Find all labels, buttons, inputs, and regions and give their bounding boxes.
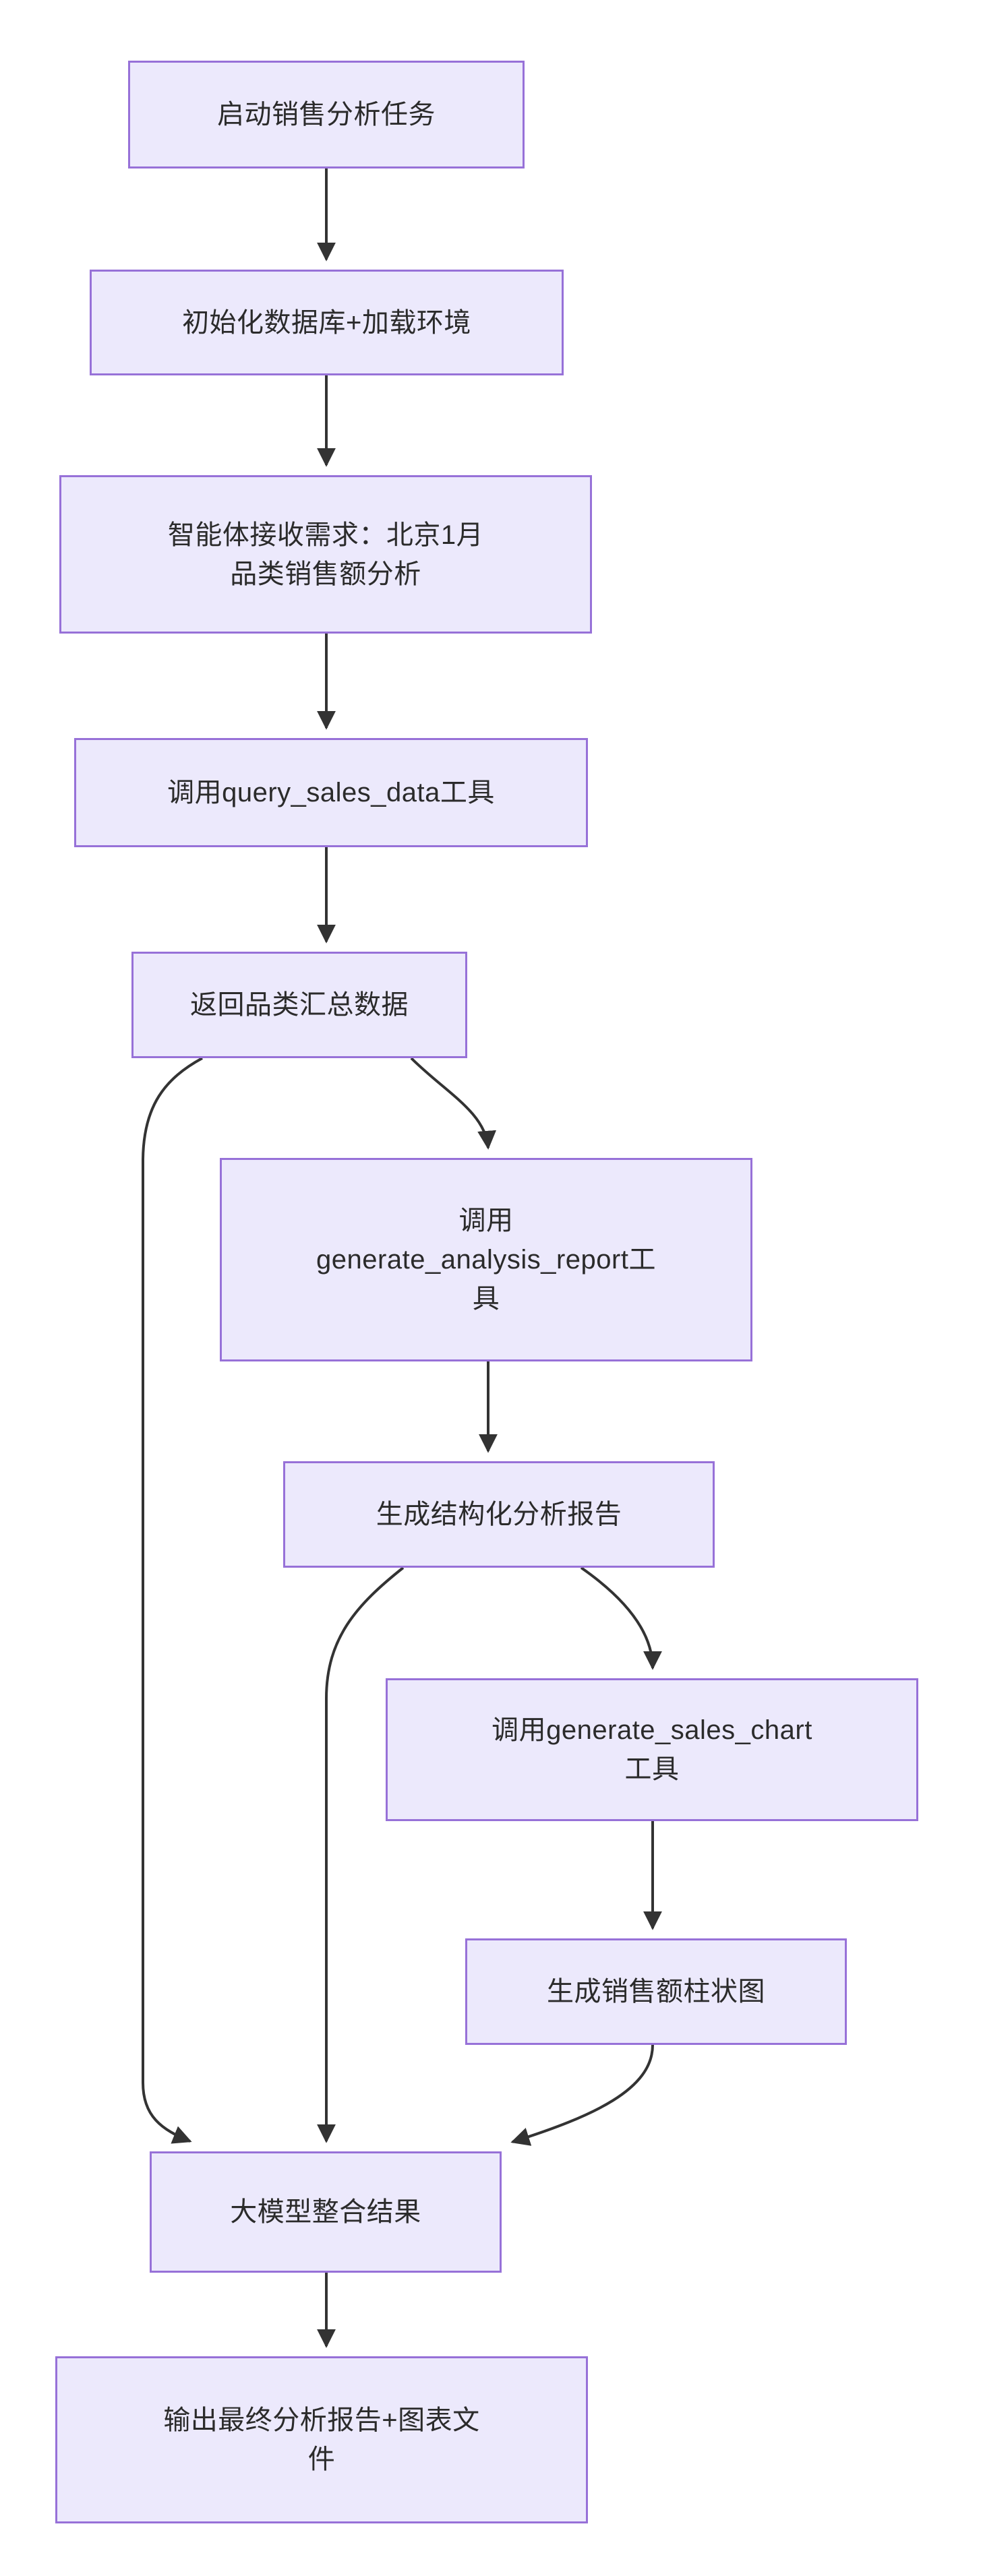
- flow-node-output-final[interactable]: 输出最终分析报告+图表文 件: [55, 2356, 588, 2523]
- flow-node-label: 返回品类汇总数据: [190, 990, 409, 1020]
- flow-node-label: 生成结构化分析报告: [376, 1500, 622, 1529]
- flow-node-label: 智能体接收需求：北京1月 品类销售额分析: [167, 520, 484, 589]
- flow-node-label: 输出最终分析报告+图表文 件: [163, 2405, 480, 2474]
- flow-node-label: 调用query_sales_data工具: [167, 778, 495, 807]
- flow-node-call-generate-analysis-report[interactable]: 调用 generate_analysis_report工 具: [220, 1158, 752, 1361]
- flow-node-llm-merge-results[interactable]: 大模型整合结果: [150, 2151, 502, 2273]
- flow-node-init-db[interactable]: 初始化数据库+加载环境: [90, 270, 564, 375]
- flow-node-call-generate-sales-chart[interactable]: 调用generate_sales_chart 工具: [386, 1678, 918, 1821]
- edge-n5-n6: [410, 1057, 497, 1150]
- flow-node-label: 调用generate_sales_chart 工具: [492, 1715, 812, 1784]
- edge-n5-n10: [142, 1057, 203, 2144]
- flow-node-structured-report[interactable]: 生成结构化分析报告: [283, 1461, 715, 1568]
- edge-n7-n8: [580, 1566, 662, 1670]
- flow-node-label: 大模型整合结果: [230, 2197, 421, 2227]
- flow-node-label: 初始化数据库+加载环境: [182, 307, 471, 338]
- flow-node-label: 生成销售额柱状图: [547, 1977, 765, 2006]
- flow-node-start[interactable]: 启动销售分析任务: [128, 61, 525, 168]
- flow-node-label: 启动销售分析任务: [217, 100, 436, 129]
- flow-node-label: 调用 generate_analysis_report工 具: [316, 1206, 656, 1314]
- flow-node-call-query-sales-data[interactable]: 调用query_sales_data工具: [74, 738, 588, 847]
- edge-n9-n10: [510, 2044, 654, 2146]
- flow-node-receive-request[interactable]: 智能体接收需求：北京1月 品类销售额分析: [59, 475, 592, 634]
- flow-node-sales-bar-chart[interactable]: 生成销售额柱状图: [465, 1938, 847, 2045]
- flow-node-return-category-summary[interactable]: 返回品类汇总数据: [131, 952, 467, 1058]
- edge-n7-n10: [317, 1566, 405, 2143]
